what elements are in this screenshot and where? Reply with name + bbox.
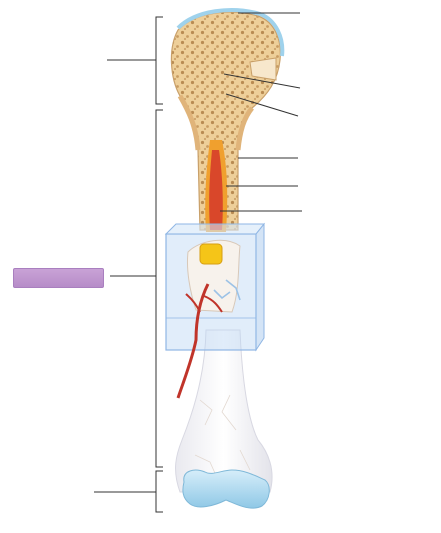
bracket-distal-epiphysis (155, 470, 163, 513)
proximal-articular-cartilage (176, 8, 285, 57)
leader-lines-right (220, 12, 302, 212)
compact-bone (177, 94, 254, 151)
leader-lines-left (94, 59, 156, 493)
red-marrow (209, 150, 223, 230)
cut-notch (249, 57, 277, 81)
bracket-proximal-epiphysis (155, 16, 163, 105)
blue-vessels (213, 279, 241, 301)
distal-articular-cartilage (182, 469, 270, 509)
nutrient-artery (176, 283, 210, 399)
brackets (155, 16, 163, 513)
bracket-diaphysis (155, 109, 163, 468)
artery-branch (185, 293, 223, 313)
lower-shaft (175, 329, 273, 493)
leader-line-epiphyseal-line (225, 93, 299, 117)
leader-line-spongy-bone (223, 73, 301, 89)
answer-label-box[interactable] (13, 268, 104, 288)
yellow-marrow-plug (199, 243, 223, 265)
